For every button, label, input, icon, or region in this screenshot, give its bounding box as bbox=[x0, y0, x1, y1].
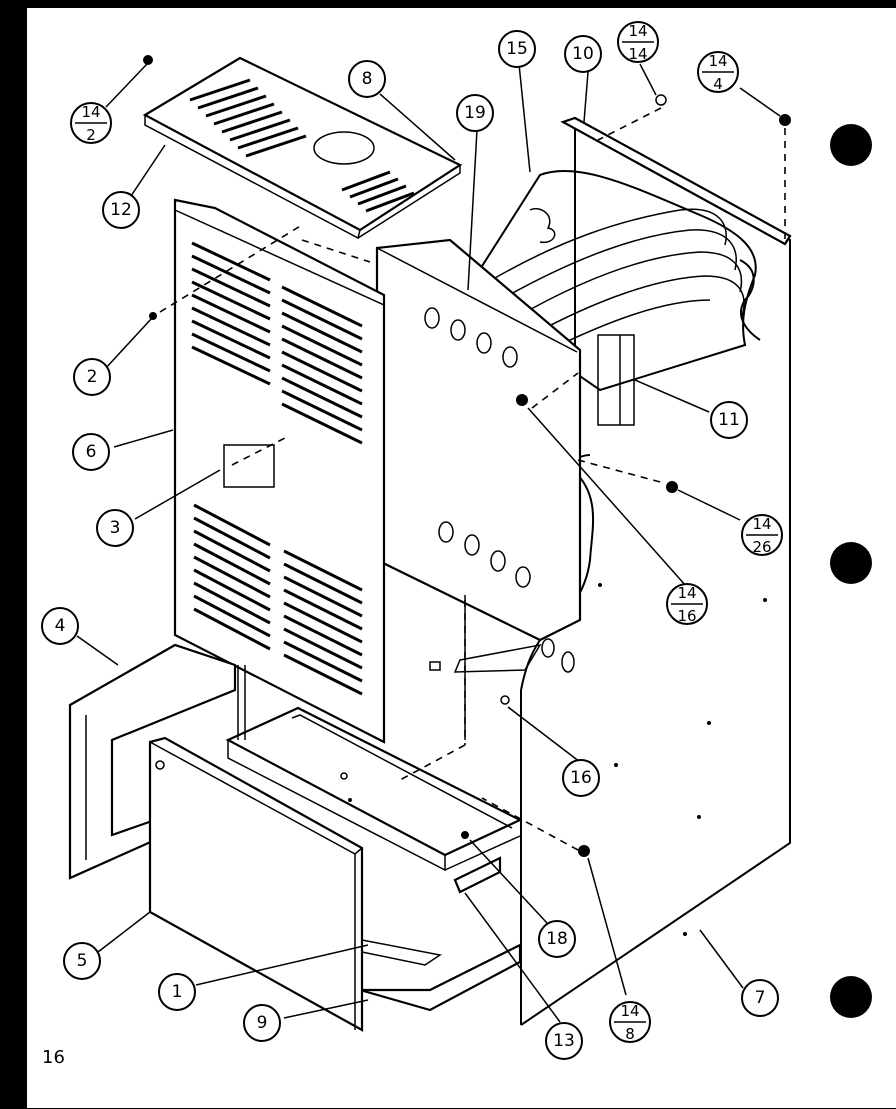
callout-3-label: 3 bbox=[110, 518, 121, 538]
lower-door bbox=[148, 736, 442, 1032]
top-cover bbox=[142, 56, 463, 240]
callout-4-label: 4 bbox=[55, 616, 66, 636]
callout-11-label: 11 bbox=[718, 410, 740, 430]
screws bbox=[143, 55, 791, 857]
callout-14-2: 14 2 bbox=[70, 102, 112, 144]
callout-6: 6 bbox=[72, 433, 110, 471]
upper-door-louvers bbox=[191, 241, 363, 696]
callout-14-26: 14 26 bbox=[741, 514, 783, 556]
callout-14-4-top: 14 bbox=[708, 52, 727, 70]
callout-5: 5 bbox=[63, 942, 101, 980]
callout-14-26-bottom: 26 bbox=[752, 538, 771, 556]
inner-panel bbox=[375, 238, 635, 642]
callout-19: 19 bbox=[456, 94, 494, 132]
blower-shelf bbox=[225, 595, 542, 1012]
callout-18: 18 bbox=[538, 920, 576, 958]
callout-14-16-bottom: 16 bbox=[677, 607, 696, 625]
callout-14-8-top: 14 bbox=[620, 1002, 639, 1020]
callout-13: 13 bbox=[545, 1022, 583, 1060]
callout-14-4-bottom: 4 bbox=[713, 75, 723, 93]
callout-10: 10 bbox=[564, 35, 602, 73]
heat-exchanger bbox=[469, 170, 761, 392]
callout-14-14-bottom: 14 bbox=[628, 45, 647, 63]
assembly-lines bbox=[159, 107, 786, 851]
callout-14-14-top: 14 bbox=[628, 22, 647, 40]
binder-hole-bottom bbox=[830, 976, 872, 1018]
callout-7-label: 7 bbox=[755, 988, 766, 1008]
callout-10-label: 10 bbox=[572, 44, 594, 64]
callout-9-label: 9 bbox=[257, 1013, 268, 1033]
callout-7: 7 bbox=[741, 979, 779, 1017]
callout-15-label: 15 bbox=[506, 39, 528, 59]
callout-14-8-bottom: 8 bbox=[625, 1025, 635, 1043]
callout-16-label: 16 bbox=[570, 768, 592, 788]
filter-frame bbox=[68, 643, 237, 880]
callout-14-16: 14 16 bbox=[666, 583, 708, 625]
callout-3: 3 bbox=[96, 509, 134, 547]
callout-14-2-bottom: 2 bbox=[86, 126, 96, 144]
callout-2: 2 bbox=[73, 358, 111, 396]
callout-15: 15 bbox=[498, 30, 536, 68]
callout-12: 12 bbox=[102, 191, 140, 229]
leader-lines bbox=[76, 63, 781, 1023]
callout-9: 9 bbox=[243, 1004, 281, 1042]
callout-14-8: 14 8 bbox=[609, 1001, 651, 1043]
callout-11: 11 bbox=[710, 401, 748, 439]
rating-plate bbox=[223, 444, 275, 488]
top-flange bbox=[560, 116, 792, 246]
callout-5-label: 5 bbox=[77, 951, 88, 971]
top-cover-louvers bbox=[189, 78, 415, 213]
callout-2-label: 2 bbox=[87, 367, 98, 387]
callout-1: 1 bbox=[158, 973, 196, 1011]
callout-1-label: 1 bbox=[172, 982, 183, 1002]
callout-14-2-top: 14 bbox=[81, 103, 100, 121]
callout-14-4: 14 4 bbox=[697, 51, 739, 93]
callout-16: 16 bbox=[562, 759, 600, 797]
binder-hole-top bbox=[830, 124, 872, 166]
callout-18-label: 18 bbox=[546, 929, 568, 949]
page-number: 16 bbox=[42, 1047, 65, 1068]
callout-8: 8 bbox=[348, 60, 386, 98]
callout-14-14: 14 14 bbox=[617, 21, 659, 63]
callout-4: 4 bbox=[41, 607, 79, 645]
callout-12-label: 12 bbox=[110, 200, 132, 220]
callout-13-label: 13 bbox=[553, 1031, 575, 1051]
callout-19-label: 19 bbox=[464, 103, 486, 123]
callout-14-16-top: 14 bbox=[677, 584, 696, 602]
upper-door bbox=[173, 198, 386, 744]
callout-6-label: 6 bbox=[86, 442, 97, 462]
callout-8-label: 8 bbox=[362, 69, 373, 89]
callout-14-26-top: 14 bbox=[752, 515, 771, 533]
binder-hole-middle bbox=[830, 542, 872, 584]
